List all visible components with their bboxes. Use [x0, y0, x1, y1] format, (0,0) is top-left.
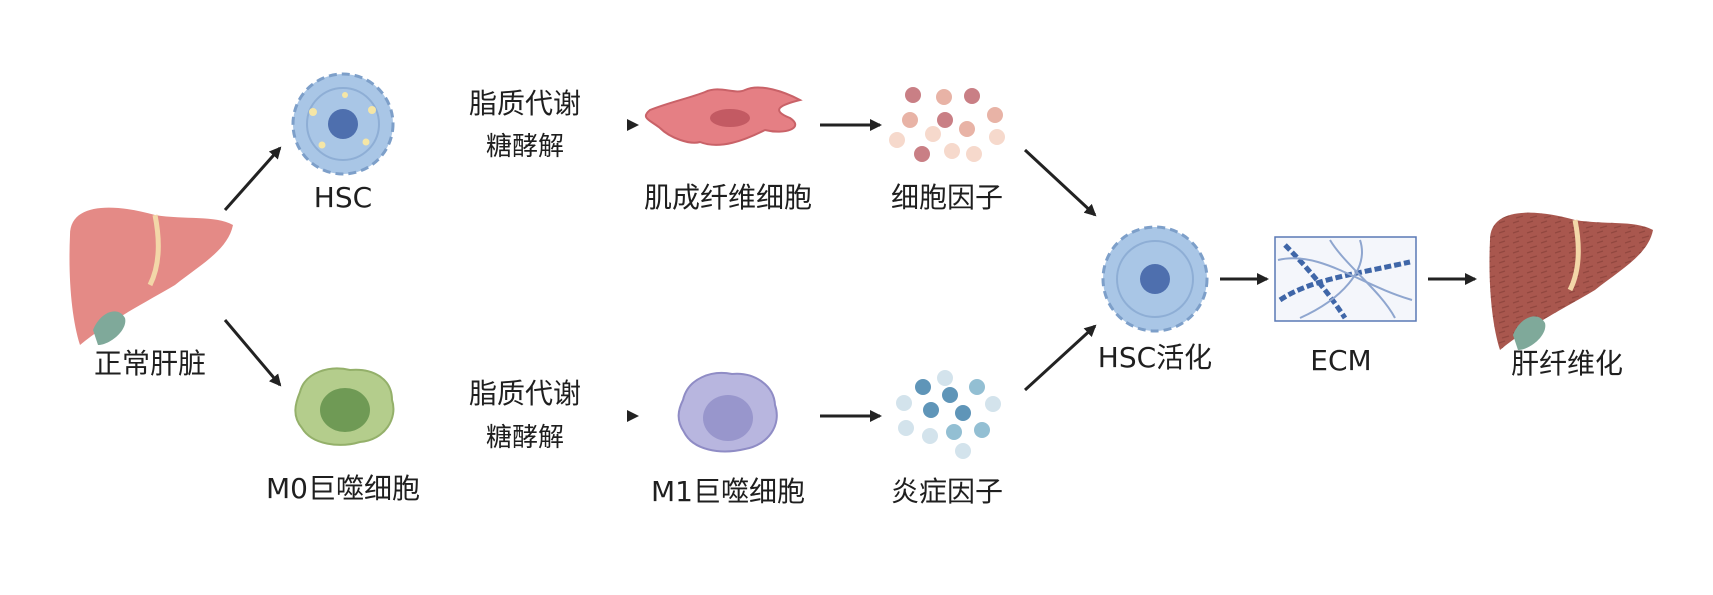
- label-top-glycolysis: 糖酵解: [485, 132, 565, 162]
- arrow-cytokines-to-hsc-activation: [1023, 148, 1097, 217]
- label-hsc-activation: HSC活化: [1097, 341, 1213, 374]
- hsc-activated-cell: [1101, 225, 1209, 333]
- label-cytokines: 细胞因子: [890, 181, 1004, 214]
- label-inflammatory-factors: 炎症因子: [890, 475, 1004, 508]
- arrow-inflammatory-to-hsc-activation: [1023, 324, 1097, 392]
- inflammatory-factors-cluster: [896, 370, 1001, 459]
- label-m0-macrophage: M0巨噬细胞: [266, 472, 420, 505]
- label-hsc: HSC: [313, 181, 373, 214]
- arrow-liver-to-hsc: [223, 146, 282, 211]
- label-myofibroblast: 肌成纤维细胞: [643, 181, 813, 214]
- label-bottom-glycolysis: 糖酵解: [485, 423, 565, 453]
- ecm-illustration: [1274, 236, 1417, 322]
- m1-macrophage-cell: [677, 372, 778, 453]
- label-bottom-lipid-metabolism: 脂质代谢: [468, 377, 582, 410]
- m0-macrophage-cell: [294, 367, 395, 446]
- label-m1-macrophage: M1巨噬细胞: [651, 475, 805, 508]
- arrow-liver-to-m0: [223, 319, 282, 387]
- myofibroblast-cell: [644, 86, 803, 146]
- fibrotic-liver-illustration: [1489, 212, 1653, 350]
- label-normal-liver: 正常肝脏: [93, 347, 207, 380]
- arrows: [223, 119, 1477, 422]
- label-top-lipid-metabolism: 脂质代谢: [468, 87, 582, 120]
- cytokines-cluster: [889, 87, 1005, 162]
- label-liver-fibrosis: 肝纤维化: [1510, 347, 1624, 380]
- label-ecm: ECM: [1310, 344, 1372, 377]
- normal-liver-illustration: [69, 207, 234, 345]
- hsc-cell: [291, 72, 395, 176]
